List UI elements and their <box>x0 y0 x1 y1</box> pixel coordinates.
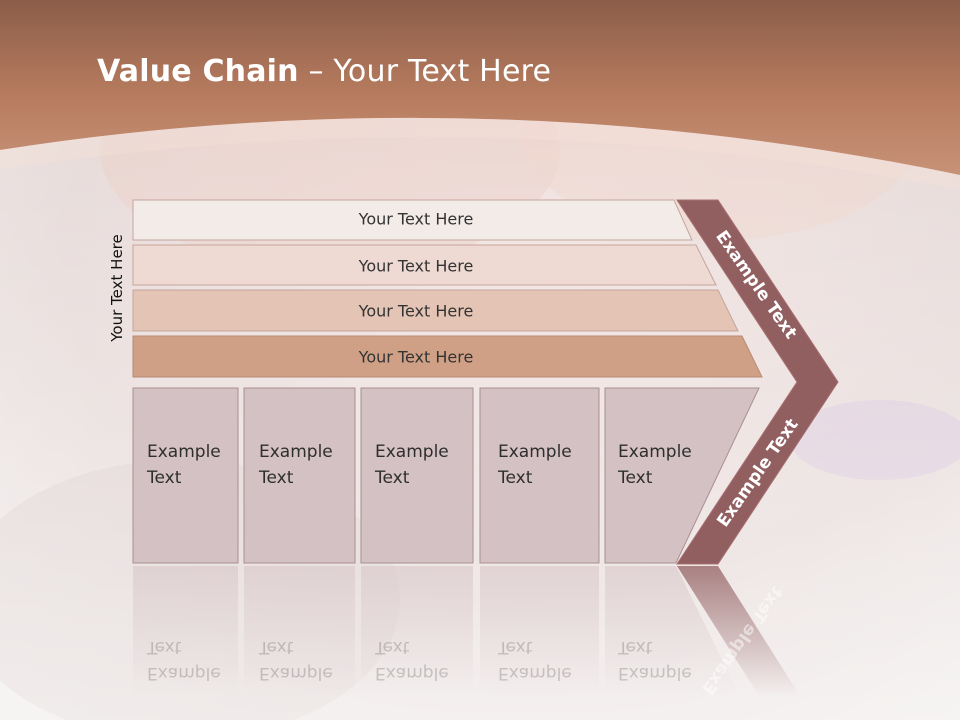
cell-4-refl-line1: Example <box>498 663 572 683</box>
title-bold: Value Chain <box>97 54 299 89</box>
cell-5-reflection <box>605 566 740 696</box>
row-4 <box>132 335 763 378</box>
cell-1-text: Example Text <box>147 439 221 491</box>
cell-3-reflection-text: Example Text <box>375 634 449 686</box>
cell-3-text: Example Text <box>375 439 449 491</box>
cell-4-reflection <box>480 566 599 696</box>
cell-4-text: Example Text <box>498 439 572 491</box>
row-2 <box>132 244 717 286</box>
row-3-text: Your Text Here <box>358 301 474 321</box>
row-4-text: Your Text Here <box>358 347 474 367</box>
cell-1-reflection-text: Example Text <box>147 634 221 686</box>
cell-5-text: Example Text <box>618 439 692 491</box>
header-curve-highlight <box>0 117 960 190</box>
cell-4-refl-line2: Text <box>498 637 533 657</box>
cell-4-line2: Text <box>498 468 533 488</box>
cell-3-line2: Text <box>375 468 410 488</box>
title-rest: – Your Text Here <box>298 54 552 89</box>
cell-5-refl-line1: Example <box>618 663 692 683</box>
cell-1-line2: Text <box>147 468 182 488</box>
cell-2 <box>243 387 356 564</box>
cell-3-refl-line1: Example <box>375 663 449 683</box>
cell-2-line1: Example <box>259 442 333 462</box>
cell-2-reflection <box>244 566 355 696</box>
page-title: Value Chain – Your Text Here <box>97 54 551 89</box>
row-2-text: Your Text Here <box>358 256 474 276</box>
cell-5 <box>604 387 760 564</box>
header-band <box>0 0 960 175</box>
cell-3-reflection <box>361 566 473 696</box>
cell-1-refl-line1: Example <box>147 663 221 683</box>
row-3 <box>132 289 739 332</box>
cell-5-line2: Text <box>618 468 653 488</box>
row-1-text: Your Text Here <box>358 209 474 229</box>
cell-2-refl-line2: Text <box>259 637 294 657</box>
cell-3 <box>360 387 474 564</box>
cell-4-line1: Example <box>498 442 572 462</box>
cell-5-reflection-text: Example Text <box>618 634 692 686</box>
cell-4-reflection-text: Example Text <box>498 634 572 686</box>
cell-2-reflection-text: Example Text <box>259 634 333 686</box>
cell-5-line1: Example <box>618 442 692 462</box>
row-1 <box>132 199 693 241</box>
cell-3-refl-line2: Text <box>375 637 410 657</box>
cell-1-line1: Example <box>147 442 221 462</box>
cell-5-refl-line2: Text <box>618 637 653 657</box>
cell-2-refl-line1: Example <box>259 663 333 683</box>
vertical-label: Your Text Here <box>108 234 126 342</box>
cell-1-reflection <box>133 566 238 696</box>
cell-1 <box>132 387 239 564</box>
cell-4 <box>479 387 600 564</box>
chevron-reflection <box>677 566 800 696</box>
cell-3-line1: Example <box>375 442 449 462</box>
value-chevron <box>676 199 839 565</box>
cell-2-line2: Text <box>259 468 294 488</box>
cell-2-text: Example Text <box>259 439 333 491</box>
cell-1-refl-line2: Text <box>147 637 182 657</box>
